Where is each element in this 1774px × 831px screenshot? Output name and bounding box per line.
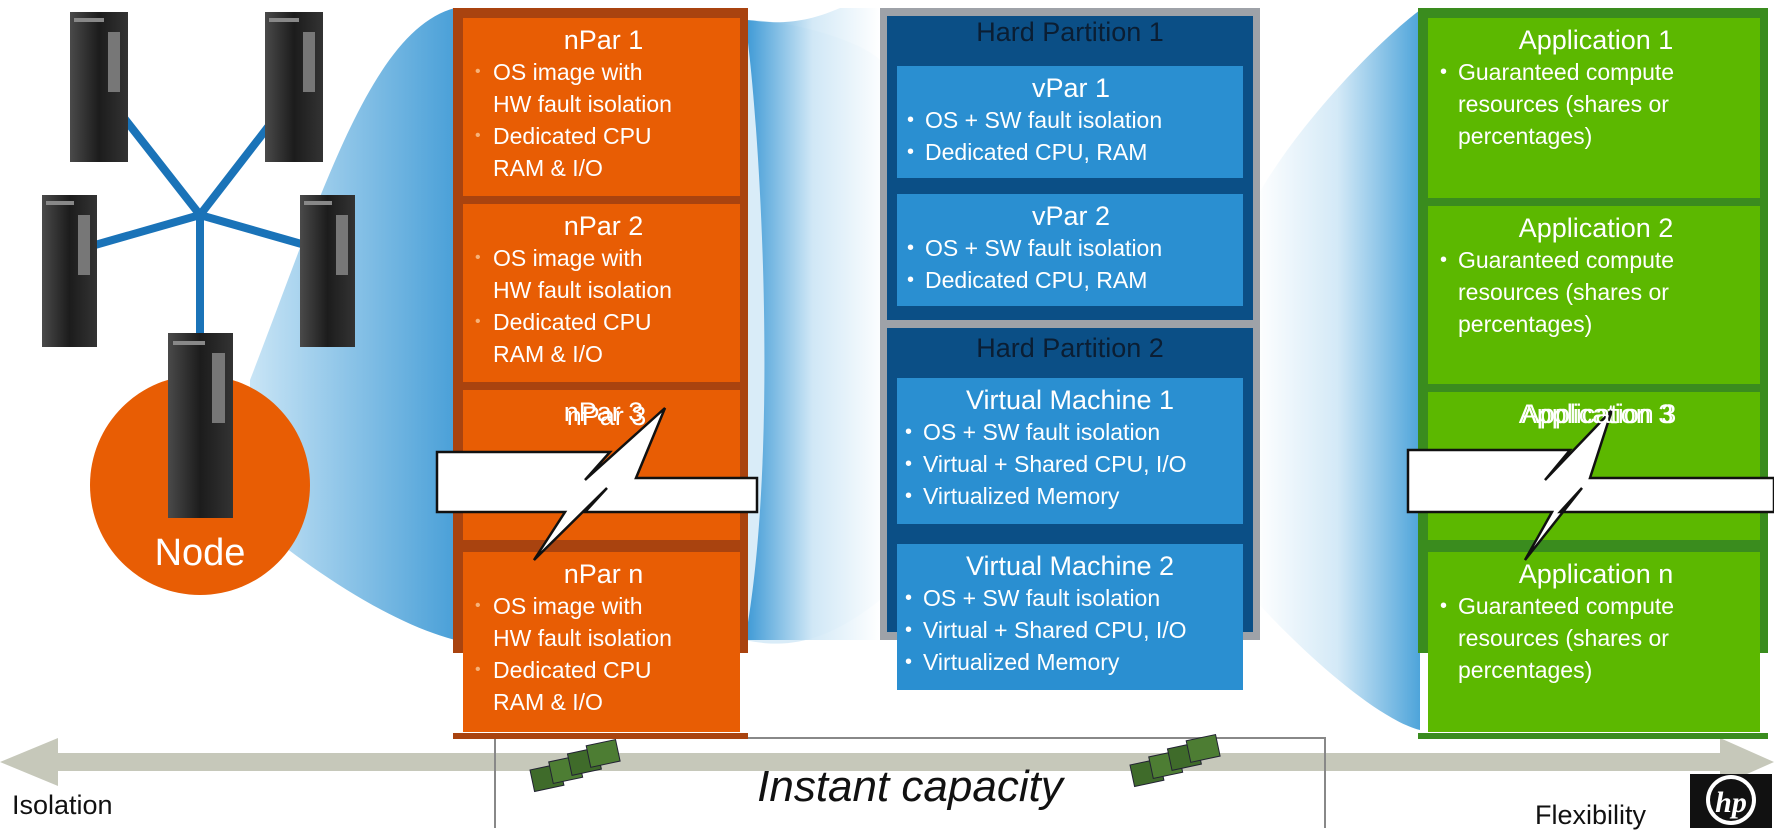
vpar-2-bullet-1: OS + SW fault isolation [905,232,1237,264]
vpar-2-box: vPar 2 OS + SW fault isolation Dedicated… [897,194,1243,306]
npar-n-bullet-2: Dedicated CPU RAM & I/O [473,654,683,718]
vpar-1-box: vPar 1 OS + SW fault isolation Dedicated… [897,66,1243,178]
vpar-2-bullet-2: Dedicated CPU, RAM [905,264,1237,296]
npar-2-title: nPar 2 [563,211,644,241]
instant-capacity-label: Instant capacity [757,762,1063,811]
npar-1-box: nPar 1 OS image with HW fault isolation … [463,18,740,196]
application-1-bullet-1: Guaranteed compute resources (shares or … [1438,56,1708,152]
application-2-box: Application 2 Guaranteed compute resourc… [1428,206,1760,384]
server-icons [42,12,355,518]
npar-1-title: nPar 1 [563,25,644,55]
hard-partition-1: Hard Partition 1 vPar 1 OS + SW fault is… [887,16,1253,320]
npar-break-mark [435,407,759,561]
hp-logo-icon: hp [1690,774,1772,828]
application-break-mark [1406,409,1774,561]
svg-text:hp: hp [1715,786,1747,819]
instant-capacity-box [494,737,1326,828]
application-n-box: Application n Guaranteed compute resourc… [1428,552,1760,732]
application-2-title: Application 2 [1518,213,1674,243]
npar-1-bullet-1: OS image with HW fault isolation [473,56,683,120]
isolation-label: Isolation [12,790,113,820]
funnel-hardpartition-to-app [1255,10,1420,730]
npar-3-title: nPar 3 [563,397,644,427]
npar-3-title-overlay: nPar 3 [566,401,647,431]
npar-2-bullet-2: Dedicated CPU RAM & I/O [473,306,683,370]
npar-frame-bottom [453,733,748,739]
network-lines [93,97,307,335]
application-n-title: Application n [1518,559,1674,589]
virtual-machine-1-title: Virtual Machine 1 [965,385,1175,415]
npar-n-title: nPar n [563,559,644,589]
vpar-1-bullet-1: OS + SW fault isolation [905,104,1237,136]
virtual-machine-2-title: Virtual Machine 2 [965,551,1175,581]
application-n-bullet-1: Guaranteed compute resources (shares or … [1438,590,1708,686]
memory-chip-icon-right [1129,733,1221,788]
application-3-title: Application 3 [1518,399,1674,429]
vpar-2-title: vPar 2 [1031,201,1111,231]
virtual-machine-2-box: Virtual Machine 2 OS + SW fault isolatio… [897,544,1243,690]
hard-partition-1-title: Hard Partition 1 [976,17,1164,47]
flexibility-label: Flexibility [1535,800,1647,830]
npar-n-box: nPar n OS image with HW fault isolation … [463,552,740,732]
application-frame-bottom [1418,733,1768,739]
application-3-title-overlay: Application 3 [1521,399,1677,429]
npar-2-bullet-1: OS image with HW fault isolation [473,242,683,306]
application-1-box: Application 1 Guaranteed compute resourc… [1428,18,1760,198]
npar-2-box: nPar 2 OS image with HW fault isolation … [463,204,740,382]
virtual-machine-2-bullet-3: Virtualized Memory [903,646,1237,678]
application-2-bullet-1: Guaranteed compute resources (shares or … [1438,244,1708,340]
node-label: Node [154,532,246,574]
vpar-1-title: vPar 1 [1031,73,1111,103]
virtual-machine-2-bullet-2: Virtual + Shared CPU, I/O [903,614,1237,646]
virtual-machine-1-bullet-2: Virtual + Shared CPU, I/O [903,448,1237,480]
virtual-machine-1-bullet-3: Virtualized Memory [903,480,1237,512]
memory-chip-icon-left [529,738,621,793]
hard-partition-2: Hard Partition 2 Virtual Machine 1 OS + … [887,328,1253,690]
virtual-machine-1-bullet-1: OS + SW fault isolation [903,416,1237,448]
virtual-machine-1-box: Virtual Machine 1 OS + SW fault isolatio… [897,378,1243,524]
vpar-1-bullet-2: Dedicated CPU, RAM [905,136,1237,168]
hard-partition-2-title: Hard Partition 2 [976,333,1164,363]
virtual-machine-2-bullet-1: OS + SW fault isolation [903,582,1237,614]
npar-n-bullet-1: OS image with HW fault isolation [473,590,683,654]
npar-1-bullet-2: Dedicated CPU RAM & I/O [473,120,683,184]
funnel-npar-to-hardpartition-inner [745,8,880,640]
application-1-title: Application 1 [1518,25,1674,55]
